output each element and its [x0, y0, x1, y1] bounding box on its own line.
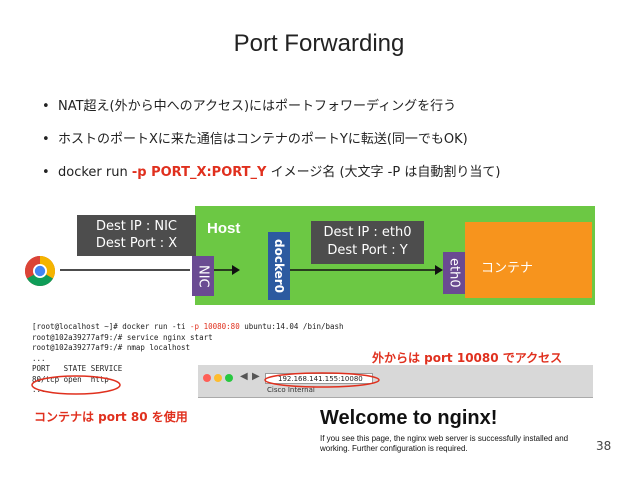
forward-arrow-icon[interactable]: ▶ — [252, 371, 260, 382]
dest-ip-nic: Dest IP : NIC — [96, 219, 177, 234]
nginx-body: If you see this page, the nginx web serv… — [320, 434, 569, 453]
dest-ip-eth0: Dest IP : eth0 — [323, 225, 412, 240]
container-label: コンテナ — [481, 261, 534, 276]
slide-title: Port Forwarding — [233, 30, 405, 57]
dest-label-eth0: Dest IP : eth0 Dest Port : Y — [311, 221, 424, 264]
bullet-text: NAT超え(外から中へのアクセス)にはポートフォワーディングを行う — [58, 99, 457, 114]
terminal-line: [root@localhost ~]# docker run -ti -p 10… — [32, 322, 344, 331]
maximize-window-button[interactable] — [225, 374, 233, 382]
bullet-text-prefix: docker run — [58, 165, 132, 180]
browser-toolbar — [198, 365, 593, 398]
bullet-text-suffix: イメージ名 (大文字 -P は自動割り当て) — [266, 165, 501, 180]
minimize-window-button[interactable] — [214, 374, 222, 382]
bullet-text: ホストのポートXに来た通信はコンテナのポートYに転送(同一でもOK) — [58, 132, 468, 147]
port-flag: -p 10080:80 — [190, 322, 240, 331]
dest-port-y: Dest Port : Y — [327, 243, 408, 258]
container-box: コンテナ — [465, 222, 592, 298]
arrow-to-nic — [60, 265, 240, 275]
bullet-item: • NAT超え(外から中へのアクセス)にはポートフォワーディングを行う — [42, 95, 456, 114]
port-highlight-ellipse — [31, 375, 121, 395]
bullet-item: • docker run -p PORT_X:PORT_Y イメージ名 (大文字 … — [42, 161, 500, 180]
eth0-label: eth0 — [443, 252, 465, 294]
page-number: 38 — [596, 439, 612, 453]
terminal-line: root@102a39277af9:/# nmap localhost — [32, 343, 191, 352]
bullet-dot: • — [42, 99, 50, 114]
bullet-item: • ホストのポートXに来た通信はコンテナのポートYに転送(同一でもOK) — [42, 128, 468, 147]
bookmark-item[interactable]: Cisco Internal — [267, 386, 315, 394]
docker0-label: docker0 — [268, 232, 290, 300]
terminal-line: root@102a39277af9:/# service nginx start — [32, 332, 213, 342]
bullet-dot: • — [42, 165, 50, 180]
terminal-line: PORT STATE SERVICE — [32, 364, 123, 373]
arrow-to-eth0 — [290, 265, 443, 275]
terminal-line: ... — [32, 353, 46, 363]
url-highlight-ellipse — [264, 372, 380, 388]
nginx-heading: Welcome to nginx! — [320, 407, 498, 429]
back-arrow-icon[interactable]: ◀ — [240, 371, 248, 382]
dest-label-nic: Dest IP : NIC Dest Port : X — [77, 215, 196, 256]
dest-port-x: Dest Port : X — [95, 236, 178, 251]
annotation-container-port: コンテナは port 80 を使用 — [34, 410, 188, 424]
chrome-icon — [24, 256, 56, 287]
host-label: Host — [207, 220, 241, 237]
close-window-button[interactable] — [203, 374, 211, 382]
nic-label: NIC — [192, 256, 214, 296]
bullet-dot: • — [42, 132, 50, 147]
bullet-text-highlight: -p PORT_X:PORT_Y — [131, 165, 267, 180]
annotation-outside-port: 外からは port 10080 でアクセス — [372, 351, 563, 365]
